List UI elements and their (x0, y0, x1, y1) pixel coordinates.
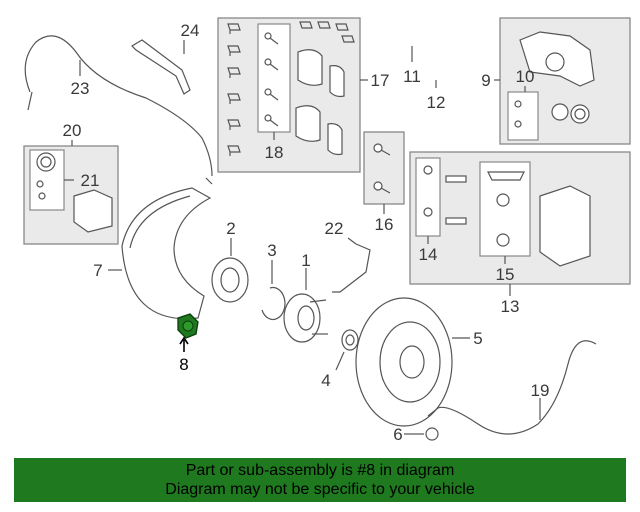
wheel-bearing-2 (211, 257, 249, 303)
callout-7: 7 (93, 261, 102, 280)
callout-16: 16 (375, 215, 394, 234)
pad-kit-box (217, 17, 361, 173)
callout-12: 12 (427, 93, 446, 112)
caliper-box-9 (499, 17, 631, 145)
callout-8: 8 (179, 355, 188, 374)
callout-18: 18 (265, 143, 284, 162)
notice-line-2: Diagram may not be specific to your vehi… (165, 481, 475, 498)
callout-6: 6 (393, 425, 402, 444)
callout-4: 4 (321, 371, 330, 390)
brake-rotor-5 (355, 297, 453, 427)
notice-line-1: Part or sub-assembly is #8 in diagram (185, 462, 455, 479)
callout-24: 24 (181, 21, 200, 40)
bracket-24 (131, 39, 191, 95)
callout-1: 1 (301, 251, 310, 270)
callout-2: 2 (226, 219, 235, 238)
highlighted-part-8[interactable] (177, 313, 199, 339)
callout-13: 13 (501, 297, 520, 316)
callout-20: 20 (63, 121, 82, 140)
hub-nut-4 (341, 329, 359, 351)
callout-14: 14 (419, 245, 438, 264)
arrow-to-part-8 (179, 336, 189, 352)
caliper-box-20 (23, 145, 119, 245)
sensor-22 (332, 243, 371, 293)
callout-22: 22 (325, 219, 344, 238)
wheel-hub-1 (283, 293, 328, 343)
callout-19: 19 (531, 381, 550, 400)
snap-ring-3 (261, 286, 286, 321)
callout-9: 9 (481, 71, 490, 90)
callout-3: 3 (267, 241, 276, 260)
bolt-box-16 (363, 131, 405, 205)
leader-lines (64, 40, 541, 435)
callout-5: 5 (473, 329, 482, 348)
callout-labels: 1 2 3 4 5 6 7 8 9 10 11 12 13 14 15 16 1… (63, 21, 550, 444)
dust-shield-7 (121, 187, 212, 320)
bolt-6 (414, 427, 439, 441)
callout-15: 15 (496, 265, 515, 284)
sensor-wire-23 (24, 35, 213, 185)
callout-10: 10 (516, 67, 535, 86)
bracket-kit-box-13 (409, 151, 631, 285)
callout-11: 11 (403, 67, 421, 86)
sensor-wire-19 (427, 340, 597, 435)
callout-23: 23 (71, 79, 90, 98)
callout-21: 21 (81, 171, 100, 190)
part-notice-banner: Part or sub-assembly is #8 in diagram Di… (14, 458, 626, 502)
callout-17: 17 (371, 71, 390, 90)
